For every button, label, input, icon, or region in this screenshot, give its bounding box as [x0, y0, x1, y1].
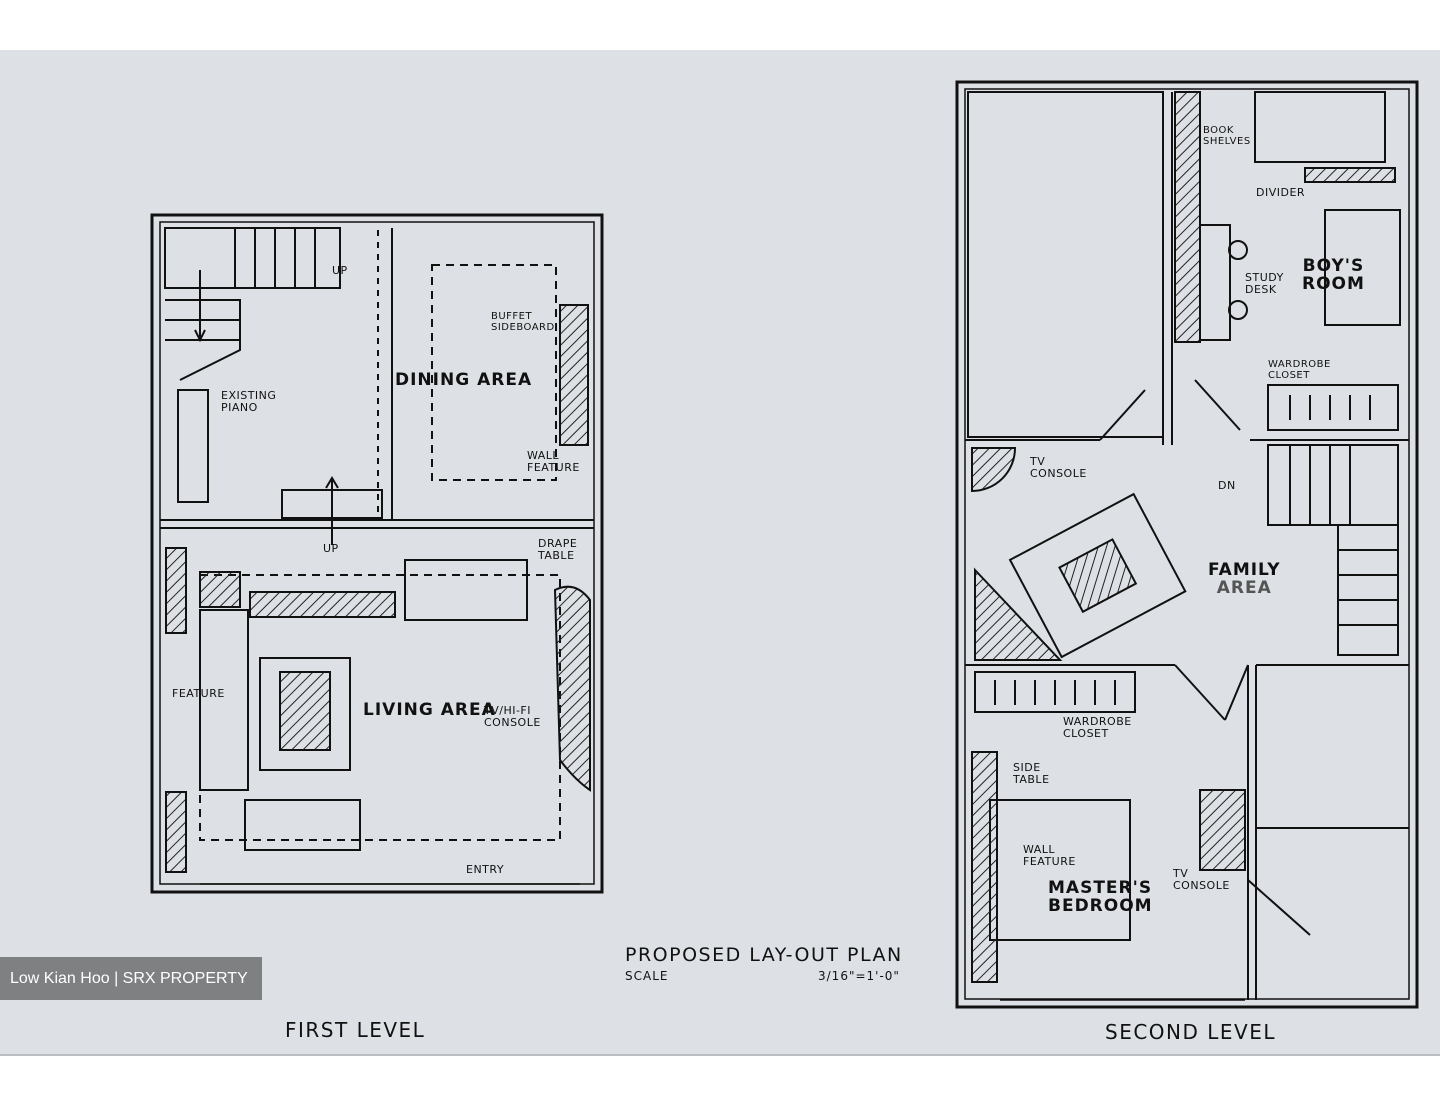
dining-table	[431, 264, 557, 481]
feature-label: FEATURE	[172, 687, 225, 700]
family-sofa	[1008, 492, 1187, 659]
boys-bed	[1324, 209, 1401, 326]
up-label-step: UP	[323, 542, 339, 555]
staircase-second-level	[1267, 444, 1399, 656]
first-level-plan	[150, 213, 604, 894]
second-level-title: SECOND LEVEL	[1105, 1020, 1276, 1044]
scale-label: SCALE	[625, 969, 669, 983]
wardrobe-master	[974, 671, 1136, 713]
sofa-bottom	[244, 799, 361, 851]
staircase-first-level	[164, 227, 341, 381]
master-bed	[989, 799, 1131, 941]
tv-console-master	[1199, 789, 1246, 871]
watermark: Low Kian Hoo | SRX PROPERTY	[0, 957, 262, 1000]
sofa-left	[199, 609, 249, 791]
dn-label: DN	[1218, 479, 1236, 492]
divider-label: DIVIDER	[1256, 186, 1306, 199]
plan-title: PROPOSED LAY-OUT PLAN	[625, 944, 903, 966]
tv-hifi-console	[553, 585, 591, 792]
coffee-table	[279, 671, 331, 751]
living-area-label: LIVING AREA	[363, 700, 496, 720]
scale-value: 3/16"=1'-0"	[818, 969, 900, 983]
wall-feature-master	[971, 751, 998, 983]
dining-area-label: DINING AREA	[395, 370, 533, 390]
book-shelves	[1174, 91, 1201, 343]
tv-console-family	[971, 447, 1017, 493]
feature-wall	[165, 547, 187, 634]
second-level-plan	[955, 80, 1419, 1009]
sofa-top	[404, 559, 528, 621]
piano	[177, 389, 209, 503]
wardrobe-boys	[1267, 384, 1399, 431]
divider	[1304, 167, 1396, 183]
up-label-stairs: UP	[332, 264, 348, 277]
entry-label: ENTRY	[466, 863, 505, 876]
first-level-title: FIRST LEVEL	[285, 1018, 426, 1042]
buffet-sideboard	[559, 304, 589, 446]
